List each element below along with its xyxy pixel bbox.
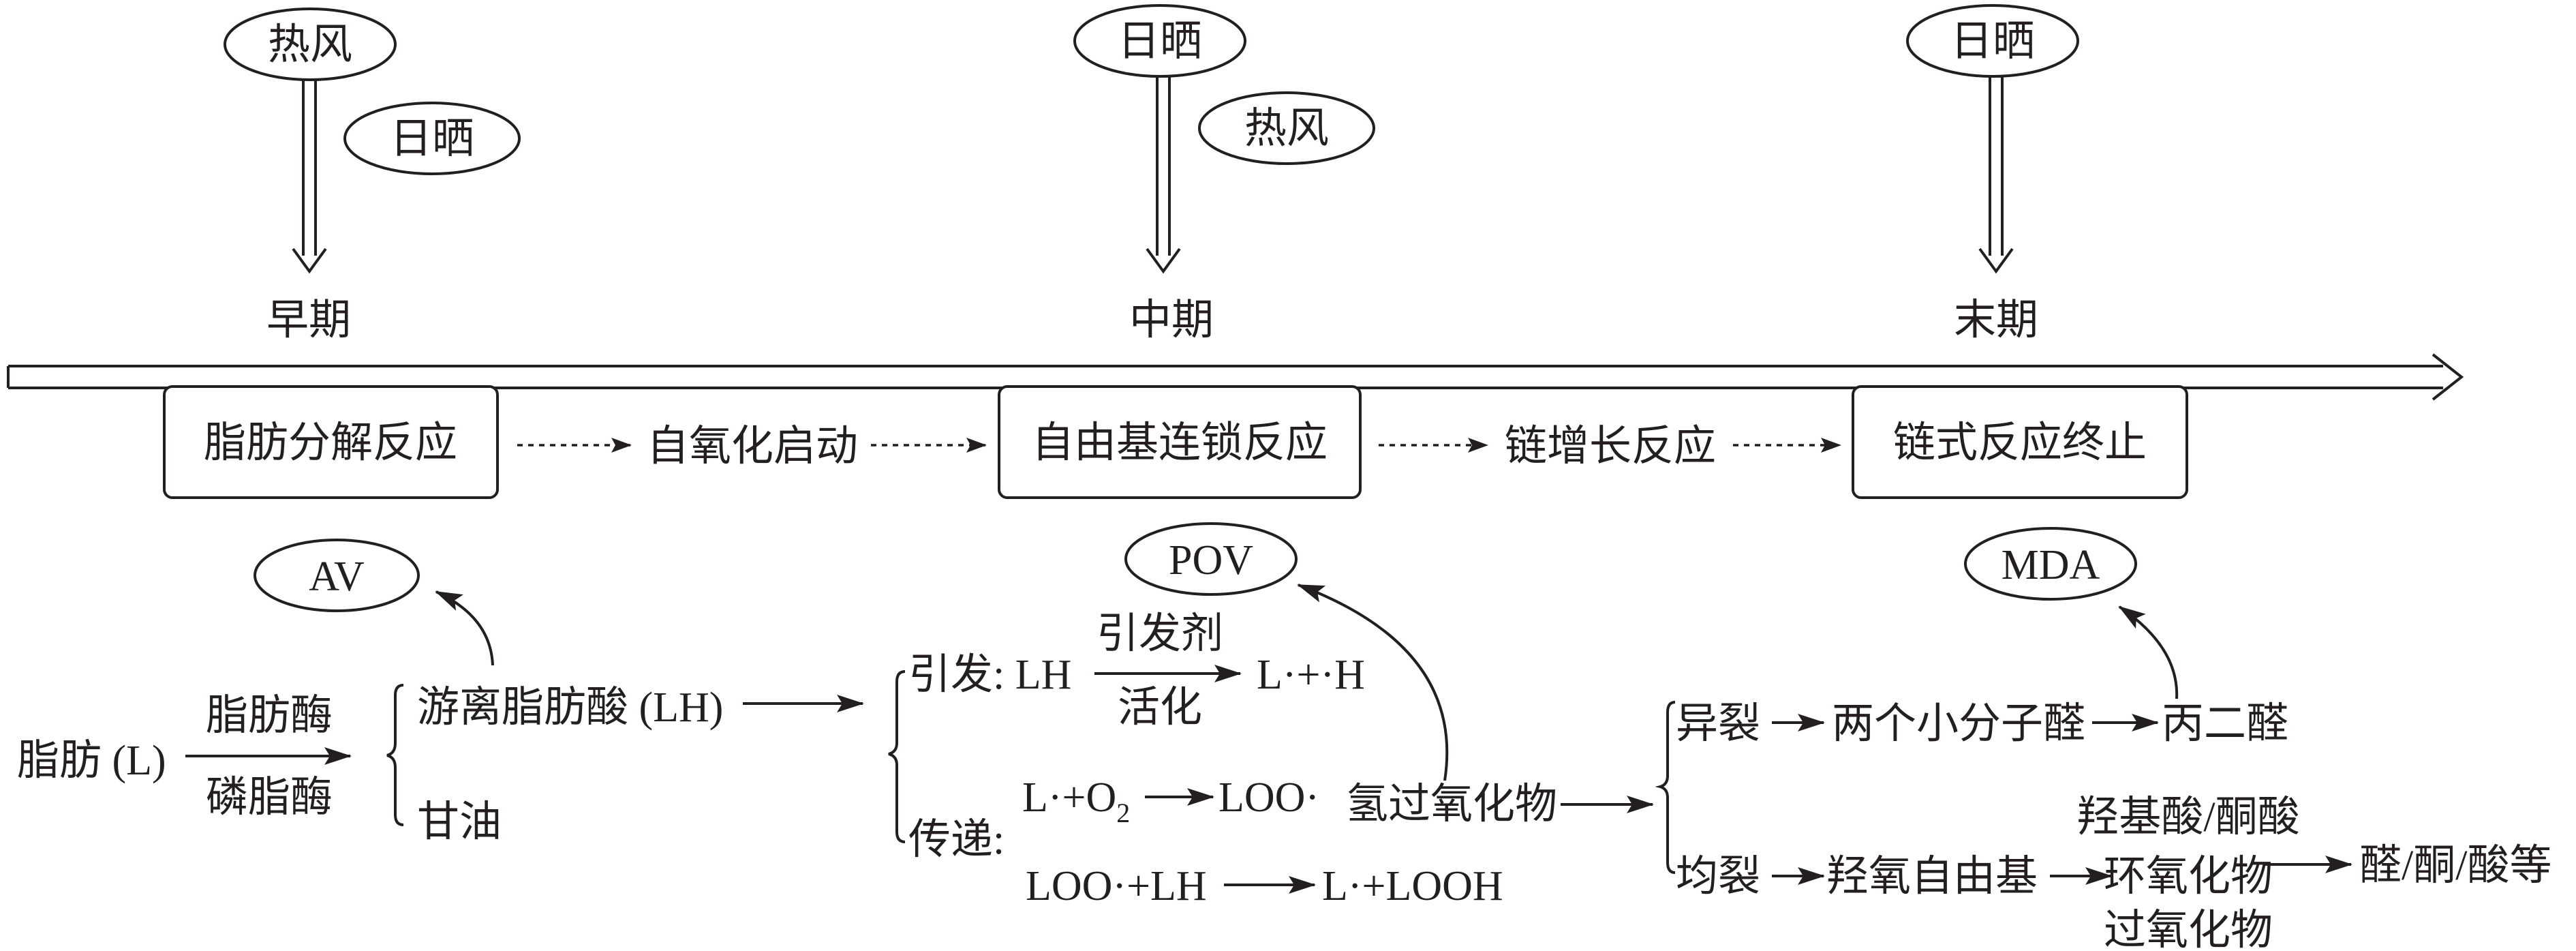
ffa-label: 游离脂肪酸 (LH) bbox=[417, 684, 723, 731]
step2-right: L·+LOOH bbox=[1322, 863, 1503, 909]
brace bbox=[386, 684, 404, 826]
hydroperoxide-label: 氢过氧化物 bbox=[1346, 781, 1557, 828]
factor-sun: 日晒 bbox=[1950, 18, 2035, 65]
lipase-label: 脂肪酶 bbox=[206, 693, 333, 739]
brace bbox=[1655, 701, 1676, 874]
epoxide-label: 环氧化物 bbox=[2104, 854, 2273, 900]
stage-label: 末期 bbox=[1954, 297, 2038, 344]
heterolysis-label: 异裂 bbox=[1676, 701, 1760, 747]
peroxide-label: 过氧化物 bbox=[2104, 907, 2273, 951]
curve-arrow-to-av bbox=[435, 590, 494, 666]
fat-label: 脂肪 (L) bbox=[17, 738, 166, 784]
double-arrow bbox=[1146, 77, 1181, 274]
alkoxy-radical-label: 羟氧自由基 bbox=[1826, 854, 2038, 900]
factor-hot-wind: 热风 bbox=[268, 22, 352, 68]
double-arrow bbox=[292, 80, 327, 274]
box-radical-chain-label: 自由基连锁反应 bbox=[1032, 420, 1328, 466]
factor-sun: 日晒 bbox=[390, 116, 474, 162]
stage-label: 中期 bbox=[1129, 297, 1214, 344]
stage-middle: 日晒 热风 中期 bbox=[1073, 4, 1375, 344]
indicator-pov-ellipse bbox=[1124, 522, 1298, 596]
homolysis-label: 均裂 bbox=[1676, 854, 1760, 900]
indicator-av: AV bbox=[309, 554, 365, 600]
double-arrow bbox=[1978, 77, 2014, 274]
step2-left: LOO·+LH bbox=[1026, 863, 1207, 909]
transition-chain-growth: 链增长反应 bbox=[1505, 423, 1716, 470]
factor-hot-wind: 热风 bbox=[1244, 106, 1329, 152]
initiation-label: 引发: LH bbox=[908, 652, 1071, 698]
step1-left: L·+O2 bbox=[1022, 774, 1130, 828]
transition-autoxidation: 自氧化启动 bbox=[647, 423, 858, 470]
activation-label: 活化 bbox=[1118, 684, 1202, 731]
glycerol-label: 甘油 bbox=[417, 799, 502, 845]
curve-arrow-to-pov bbox=[1297, 584, 1449, 781]
indicator-mda-ellipse bbox=[1964, 527, 2137, 601]
box-termination-label: 链式反应终止 bbox=[1893, 420, 2147, 466]
step1-right: LOO· bbox=[1218, 774, 1319, 821]
mda-label: 丙二醛 bbox=[2162, 701, 2288, 747]
box-radical-chain bbox=[998, 385, 1362, 499]
factor-sun: 日晒 bbox=[1118, 18, 1202, 65]
factor-ellipse bbox=[224, 7, 397, 81]
propagation-label: 传递: bbox=[908, 817, 1005, 863]
indicator-pov: POV bbox=[1169, 537, 1253, 584]
hydroxy-keto-acid-label: 羟基酸/酮酸 bbox=[2076, 794, 2299, 841]
indicator-av-ellipse bbox=[254, 539, 420, 612]
initiator-label: 引发剂 bbox=[1097, 611, 1223, 657]
box-lipolysis bbox=[163, 385, 499, 499]
stage-early: 热风 日晒 早期 bbox=[224, 7, 521, 344]
stage-late: 日晒 末期 bbox=[1906, 4, 2079, 344]
brace bbox=[888, 670, 906, 843]
factor-ellipse bbox=[1198, 91, 1375, 165]
curve-arrow-to-mda bbox=[2118, 605, 2179, 699]
small-aldehydes-label: 两个小分子醛 bbox=[1832, 701, 2085, 747]
box-termination bbox=[1852, 385, 2188, 499]
initiation-product: L·+·H bbox=[1257, 652, 1365, 698]
box-lipolysis-label: 脂肪分解反应 bbox=[204, 420, 457, 466]
factor-ellipse bbox=[1906, 4, 2079, 78]
factor-ellipse bbox=[1073, 4, 1246, 78]
stage-label: 早期 bbox=[266, 297, 351, 344]
phospholipase-label: 磷脂酶 bbox=[206, 774, 333, 821]
factor-ellipse bbox=[343, 102, 521, 175]
final-products-label: 醛/酮/酸等 bbox=[2359, 843, 2551, 889]
indicator-mda: MDA bbox=[2002, 542, 2100, 588]
